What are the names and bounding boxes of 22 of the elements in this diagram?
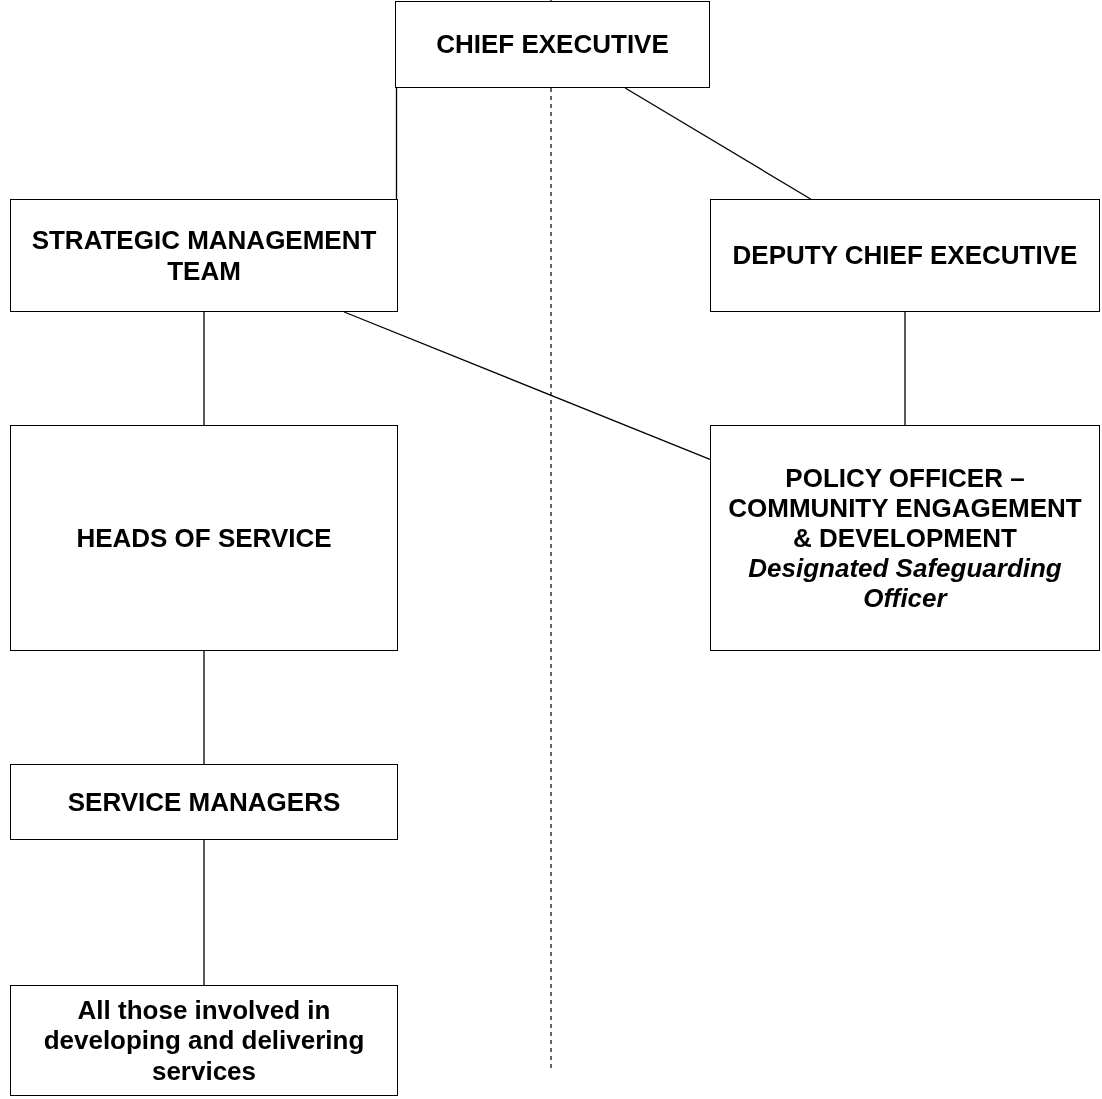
org-box [10, 764, 398, 840]
connector-line [203, 311, 205, 426]
org-box [10, 985, 398, 1096]
role-note: Designated Safeguarding Officer [747, 553, 1063, 614]
org-box [710, 425, 1100, 651]
connector-line [203, 650, 205, 765]
org-box [10, 425, 398, 651]
org-box [10, 199, 398, 312]
connector-line [343, 311, 711, 461]
role-title: CHIEF EXECUTIVE [436, 29, 669, 60]
role-title: All those involved in developing and delivering services [42, 995, 366, 1086]
connector-line [624, 87, 812, 200]
org-box [710, 199, 1100, 312]
connector-line [395, 87, 398, 200]
role-title: SERVICE MANAGERS [67, 786, 341, 818]
connector-line [904, 311, 906, 426]
role-title: STRATEGIC MANAGEMENT TEAM [30, 225, 378, 286]
role-title: DEPUTY CHIEF EXECUTIVE [732, 240, 1078, 271]
connector-line [203, 839, 205, 986]
role-title: POLICY OFFICER – COMMUNITY ENGAGEMENT & DEVELOPMENT [727, 462, 1083, 554]
org-box [395, 1, 710, 88]
role-title: HEADS OF SERVICE [76, 522, 332, 554]
